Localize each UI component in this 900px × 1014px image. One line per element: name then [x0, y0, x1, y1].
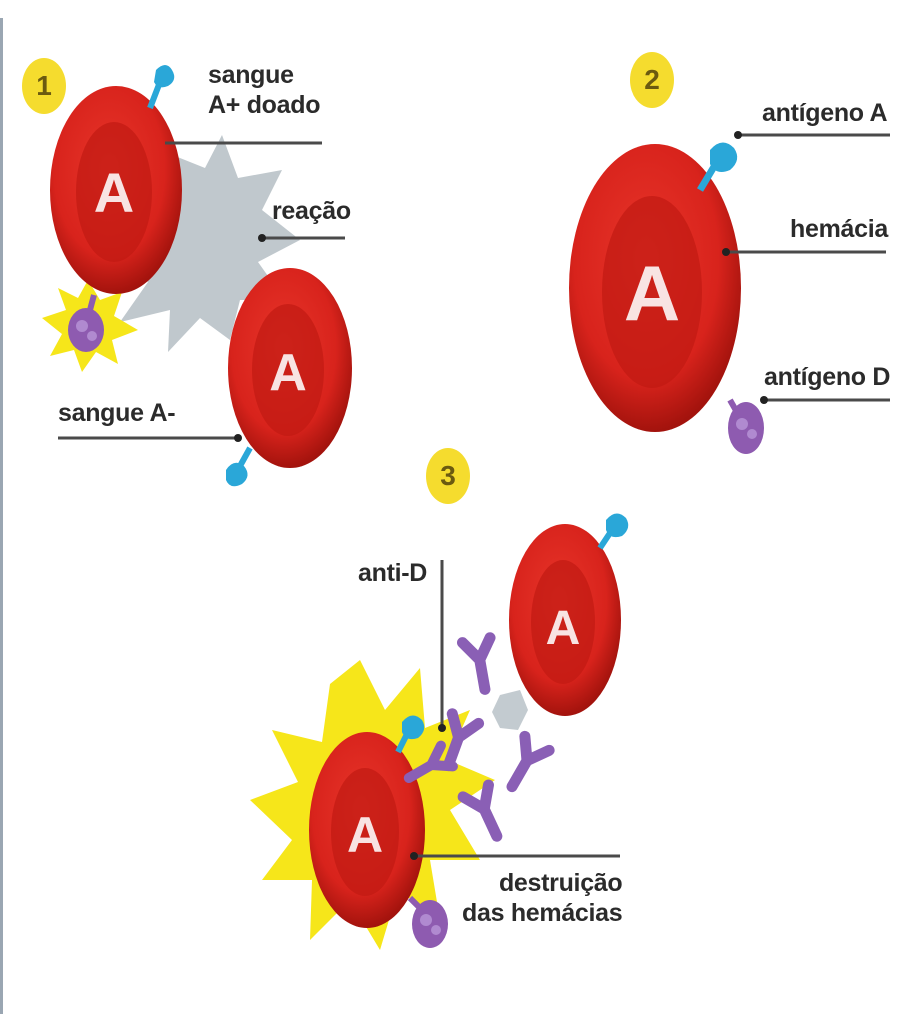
- antigen-a-icon: [150, 65, 174, 108]
- red-blood-cell-recipient: A: [228, 268, 352, 468]
- label-antigen-a: antígeno A: [762, 98, 887, 128]
- antigen-a-icon: [226, 448, 250, 486]
- label-anti-d: anti-D: [358, 558, 427, 588]
- label-antigen-d: antígeno D: [764, 362, 890, 392]
- red-blood-cell-destroyed: A: [309, 732, 425, 928]
- antigen-a-icon: [600, 513, 628, 548]
- step-badge-2: 2: [630, 52, 674, 108]
- antigen-d-icon: [728, 400, 764, 454]
- step-badge-1: 1: [22, 58, 66, 114]
- red-blood-cell: A: [569, 144, 741, 432]
- reaction-splash: [492, 690, 528, 730]
- cell-letter: A: [269, 344, 307, 402]
- cell-letter: A: [94, 161, 134, 224]
- cell-letter: A: [347, 807, 383, 863]
- red-blood-cell: A: [509, 524, 621, 716]
- label-destruction: destruição das hemácias: [462, 868, 622, 928]
- label-reaction: reação: [272, 196, 351, 226]
- anti-d-antibody-icon: [462, 638, 498, 692]
- cell-letter: A: [624, 249, 680, 337]
- red-blood-cell-donated: A: [50, 86, 182, 294]
- panel-2: A: [569, 131, 890, 454]
- antigen-a-icon: [700, 142, 737, 190]
- label-recipient-blood: sangue A-: [58, 398, 175, 428]
- step-badge-3: 3: [426, 448, 470, 504]
- cell-letter: A: [546, 602, 581, 655]
- anti-d-antibody-icon: [500, 736, 549, 793]
- antigen-d-icon: [410, 898, 448, 948]
- label-donated-blood: sangue A+ doado: [208, 60, 320, 120]
- label-red-cell: hemácia: [790, 214, 888, 244]
